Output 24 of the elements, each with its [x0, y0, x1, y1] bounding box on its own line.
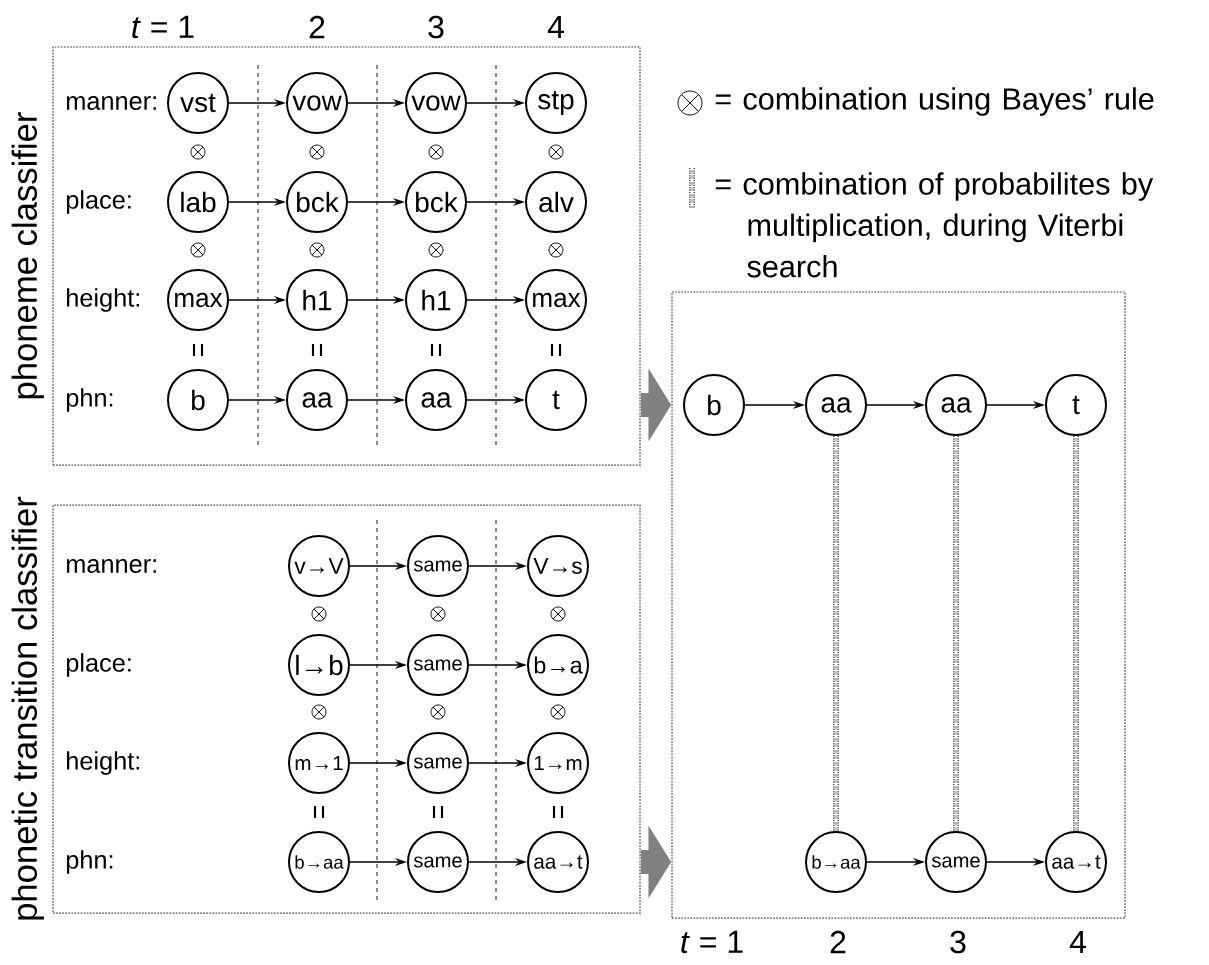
- dotted-panel: [671, 291, 1126, 919]
- node-label: phonetic transition classifier: [11, 496, 44, 920]
- row-label: manner:: [66, 96, 156, 110]
- time-label: 4: [1069, 931, 1086, 953]
- legend-text: = combination of probabilites by multiplication, during Viterbi search: [715, 172, 1154, 278]
- double-dotted-line: [1073, 436, 1079, 831]
- time-label: 3: [950, 930, 966, 954]
- row-label: phn:: [66, 850, 113, 874]
- time-label: 2: [309, 15, 325, 39]
- time-label: 4: [547, 16, 564, 38]
- node-label: phoneme classifier: [11, 112, 44, 399]
- row-label: place:: [66, 653, 131, 677]
- legend-text: = combination using Bayes’ rule: [715, 87, 1154, 116]
- time-label: t = 1: [681, 930, 743, 954]
- time-label: 3: [428, 15, 444, 39]
- row-label: phn:: [66, 388, 113, 412]
- double-dotted-line: [833, 436, 839, 831]
- time-label: t = 1: [132, 15, 194, 39]
- time-label: 2: [830, 930, 846, 954]
- row-label: height:: [67, 751, 139, 775]
- row-label: place:: [66, 190, 131, 214]
- row-label: height:: [67, 288, 139, 312]
- row-label: manner:: [66, 559, 156, 573]
- double-dotted-line: [953, 436, 959, 831]
